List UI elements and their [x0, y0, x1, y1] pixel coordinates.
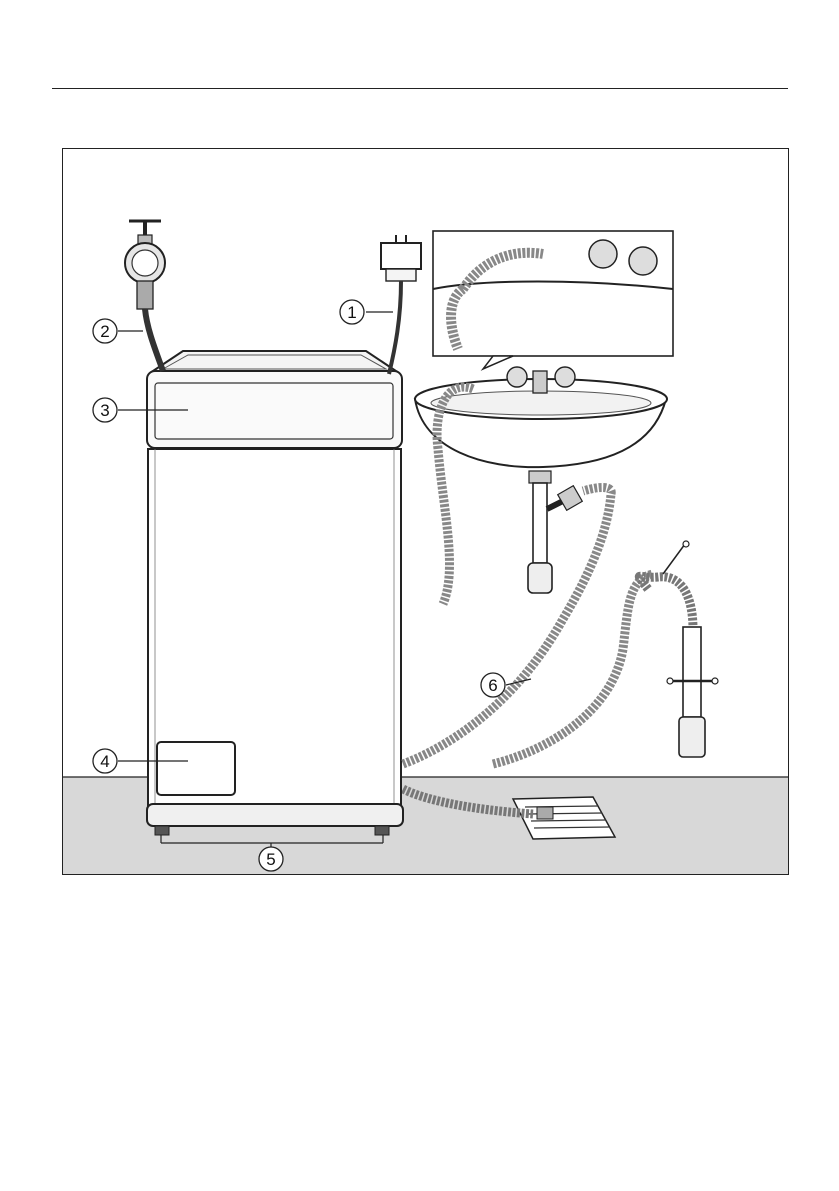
- callout-label-2: 2: [100, 322, 109, 341]
- inlet-hose: [145, 309, 163, 371]
- mains-plug: [381, 235, 421, 281]
- installation-illustration: 1 2 3 4 5 6: [62, 148, 789, 875]
- callout-1: 1: [340, 300, 393, 324]
- callout-label-5: 5: [266, 850, 275, 869]
- callout-label-4: 4: [100, 752, 109, 771]
- illustration-svg: 1 2 3 4 5 6: [63, 149, 789, 875]
- callout-2: 2: [93, 319, 143, 343]
- service-flap: [157, 742, 235, 795]
- power-cord: [389, 281, 401, 374]
- callout-label-3: 3: [100, 401, 109, 420]
- callout-label-1: 1: [347, 303, 356, 322]
- water-tap: [125, 221, 165, 309]
- detail-inset: [433, 231, 673, 369]
- callout-label-6: 6: [488, 676, 497, 695]
- washing-machine: [147, 351, 403, 835]
- header-rule: [52, 88, 788, 89]
